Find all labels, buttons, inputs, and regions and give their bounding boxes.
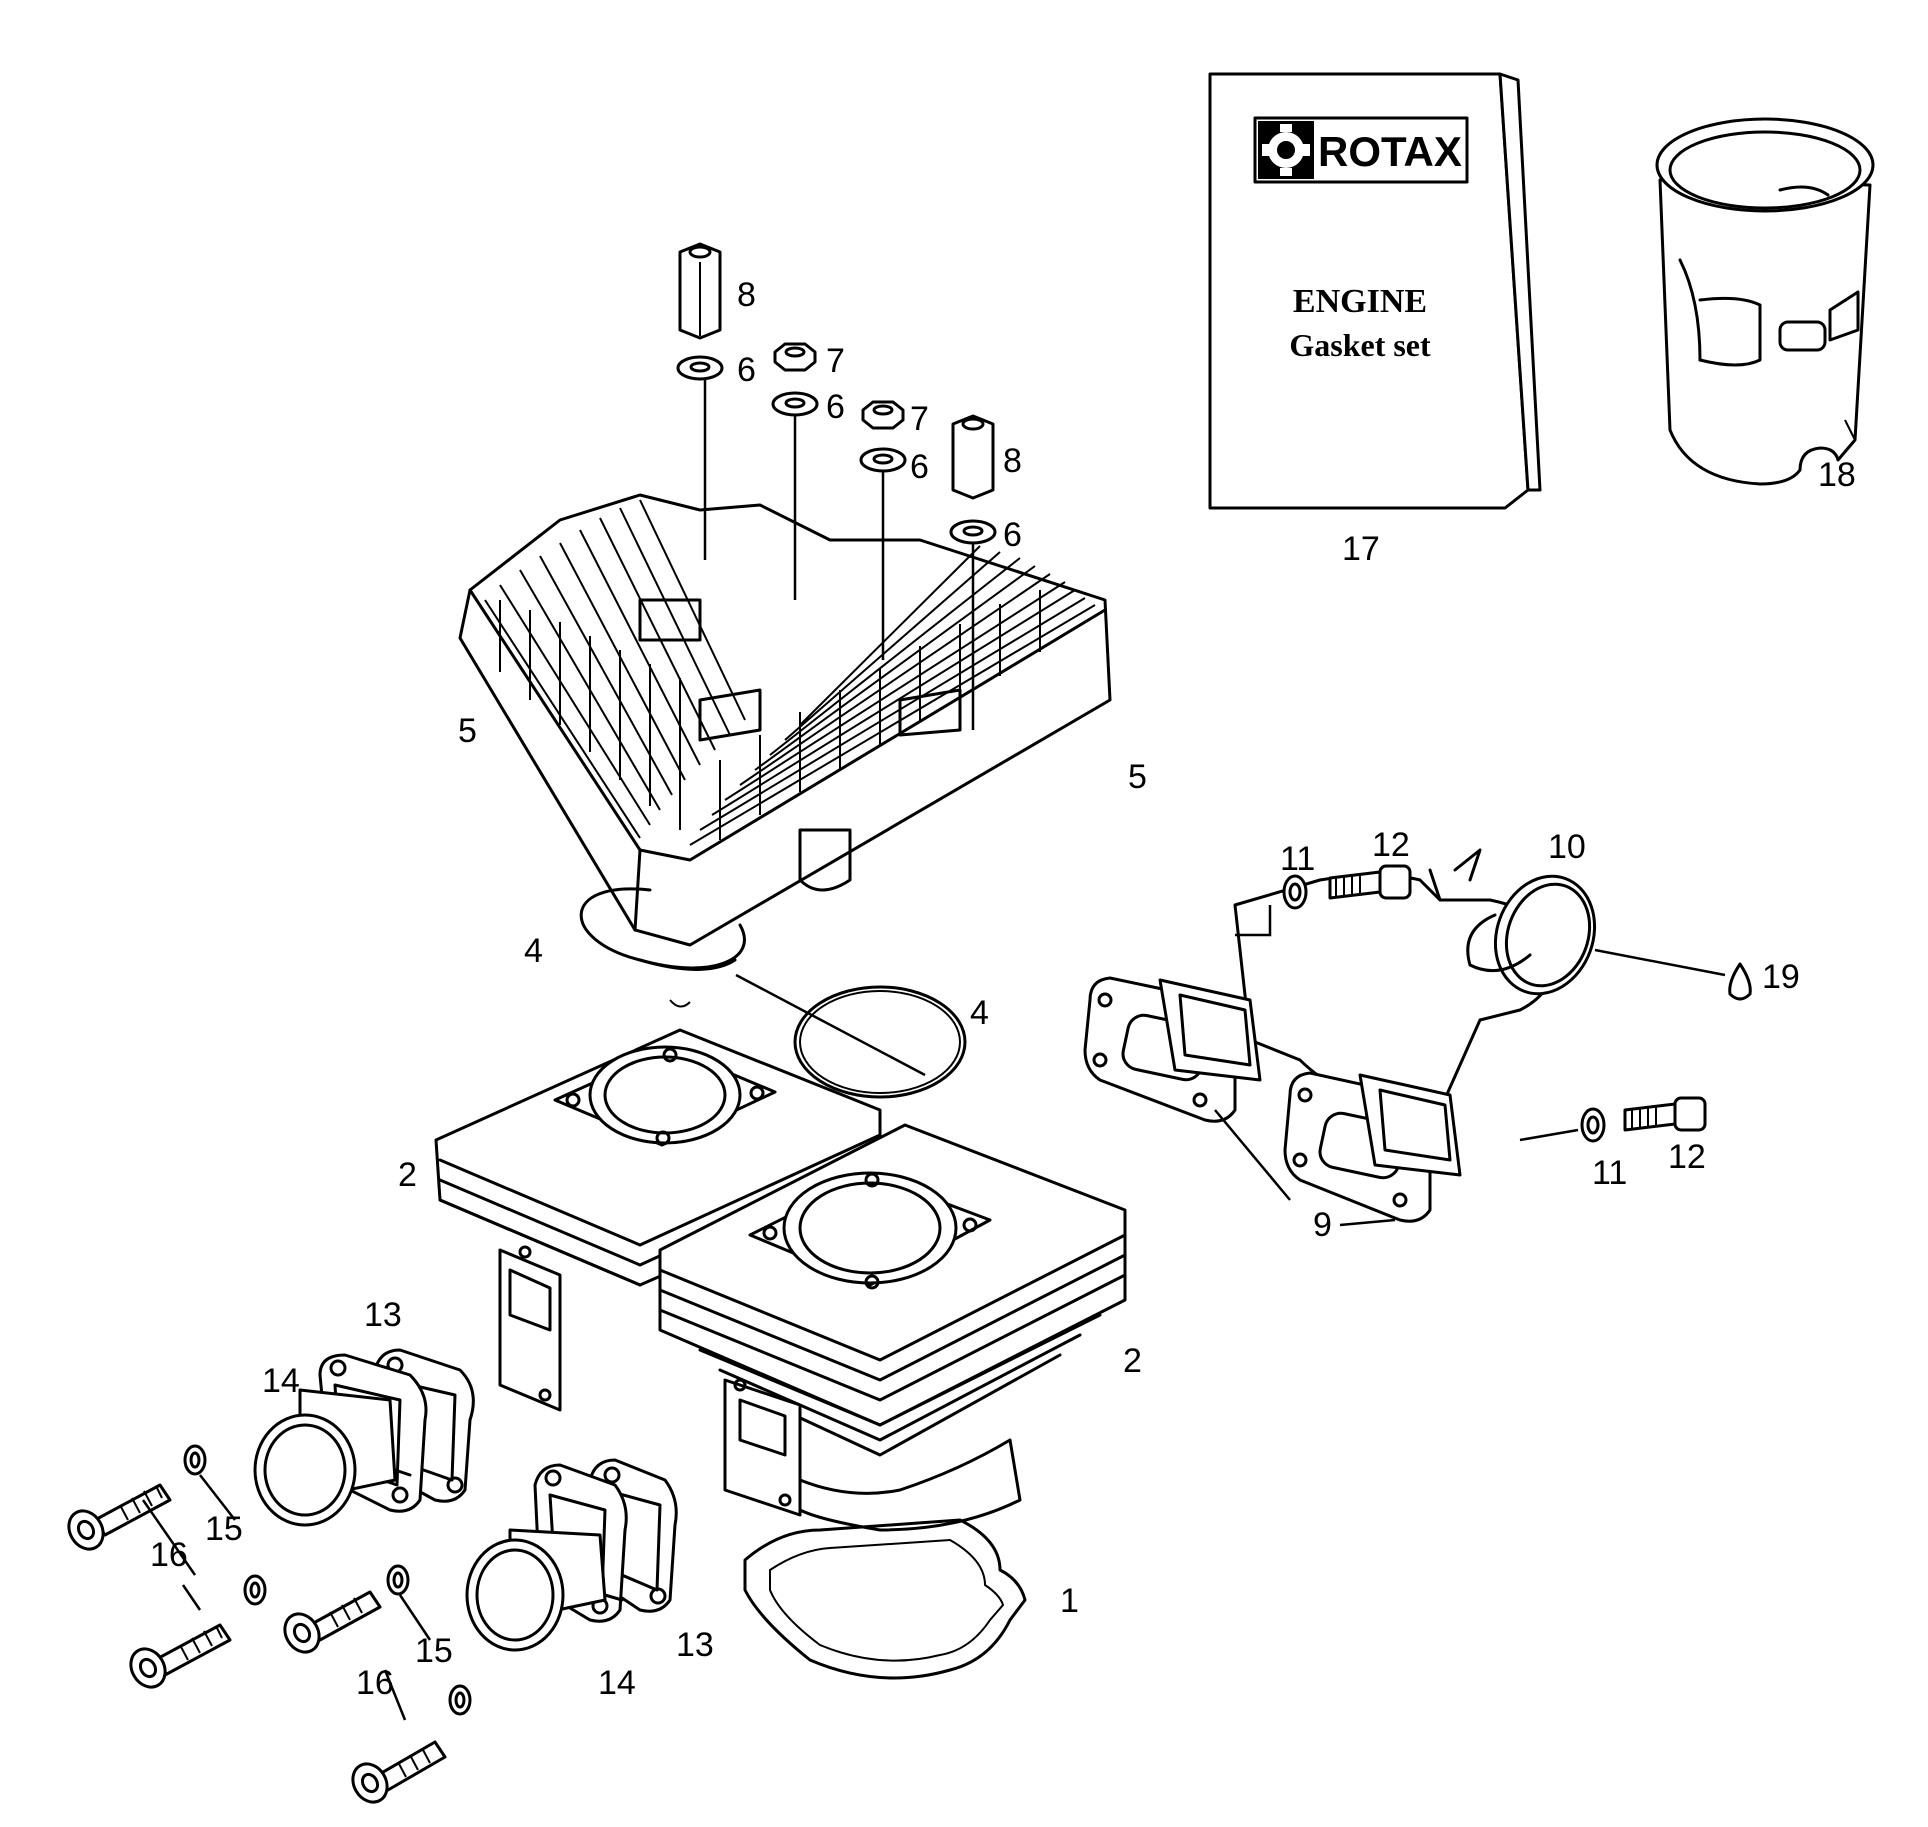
callout-16-upper: 16 bbox=[150, 1536, 188, 1574]
callout-13-upper: 13 bbox=[364, 1296, 402, 1334]
base-gasket bbox=[743, 1518, 1027, 1680]
callout-18: 18 bbox=[1818, 456, 1856, 494]
callout-6-d: 6 bbox=[1003, 516, 1022, 554]
callout-19: 19 bbox=[1762, 958, 1800, 996]
callout-4-left: 4 bbox=[524, 932, 543, 970]
cylinder-head bbox=[458, 493, 1112, 947]
cylinder-block bbox=[434, 1028, 1127, 1532]
callout-15-upper: 15 bbox=[205, 1510, 243, 1548]
callout-11-lower: 11 bbox=[1592, 1154, 1627, 1192]
head-fasteners bbox=[676, 242, 997, 730]
callout-16-lower: 16 bbox=[356, 1664, 394, 1702]
intake-flanges bbox=[253, 1348, 678, 1652]
head-gasket-rings bbox=[579, 887, 967, 1099]
manual-title-line2: Gasket set bbox=[1289, 327, 1431, 363]
callout-5-right: 5 bbox=[1128, 758, 1147, 796]
callout-6-b: 6 bbox=[826, 388, 845, 426]
callout-2-right: 2 bbox=[1123, 1342, 1142, 1380]
callout-12-upper: 12 bbox=[1372, 826, 1410, 864]
callout-15-lower: 15 bbox=[415, 1632, 453, 1670]
callout-14-lower: 14 bbox=[598, 1664, 636, 1702]
manual-brand: ROTAX bbox=[1318, 128, 1462, 175]
exhaust-manifold bbox=[1083, 848, 1752, 1227]
callout-11-upper: 11 bbox=[1280, 840, 1315, 878]
rotax-logo-icon bbox=[1258, 121, 1314, 179]
callout-13-lower: 13 bbox=[676, 1626, 714, 1664]
callout-7-b: 7 bbox=[910, 400, 929, 438]
callout-12-lower: 12 bbox=[1668, 1138, 1706, 1176]
callout-7-a: 7 bbox=[826, 342, 845, 380]
callout-8-b: 8 bbox=[1003, 442, 1022, 480]
callout-6-a: 6 bbox=[737, 351, 756, 389]
cylinder-sleeve bbox=[1655, 117, 1875, 486]
callout-14-upper: 14 bbox=[262, 1362, 300, 1400]
intake-screws bbox=[67, 1444, 472, 1804]
callout-17: 17 bbox=[1342, 530, 1380, 568]
callout-2-left: 2 bbox=[398, 1156, 417, 1194]
callout-1: 1 bbox=[1060, 1582, 1079, 1620]
callout-8-a: 8 bbox=[737, 276, 756, 314]
gasket-set-manual: ROTAX ENGINE Gasket set bbox=[1208, 72, 1542, 510]
callout-4-right: 4 bbox=[970, 994, 989, 1032]
sealant-drop-icon bbox=[1728, 962, 1752, 1001]
callout-numbers: 1 2 2 4 4 5 5 6 6 6 6 7 7 8 8 9 10 11 11… bbox=[150, 276, 1856, 1702]
manual-title-line1: ENGINE bbox=[1293, 283, 1427, 320]
callout-5-left: 5 bbox=[458, 712, 477, 750]
callout-9: 9 bbox=[1313, 1206, 1332, 1244]
callout-6-c: 6 bbox=[910, 448, 929, 486]
callout-10: 10 bbox=[1548, 828, 1586, 866]
